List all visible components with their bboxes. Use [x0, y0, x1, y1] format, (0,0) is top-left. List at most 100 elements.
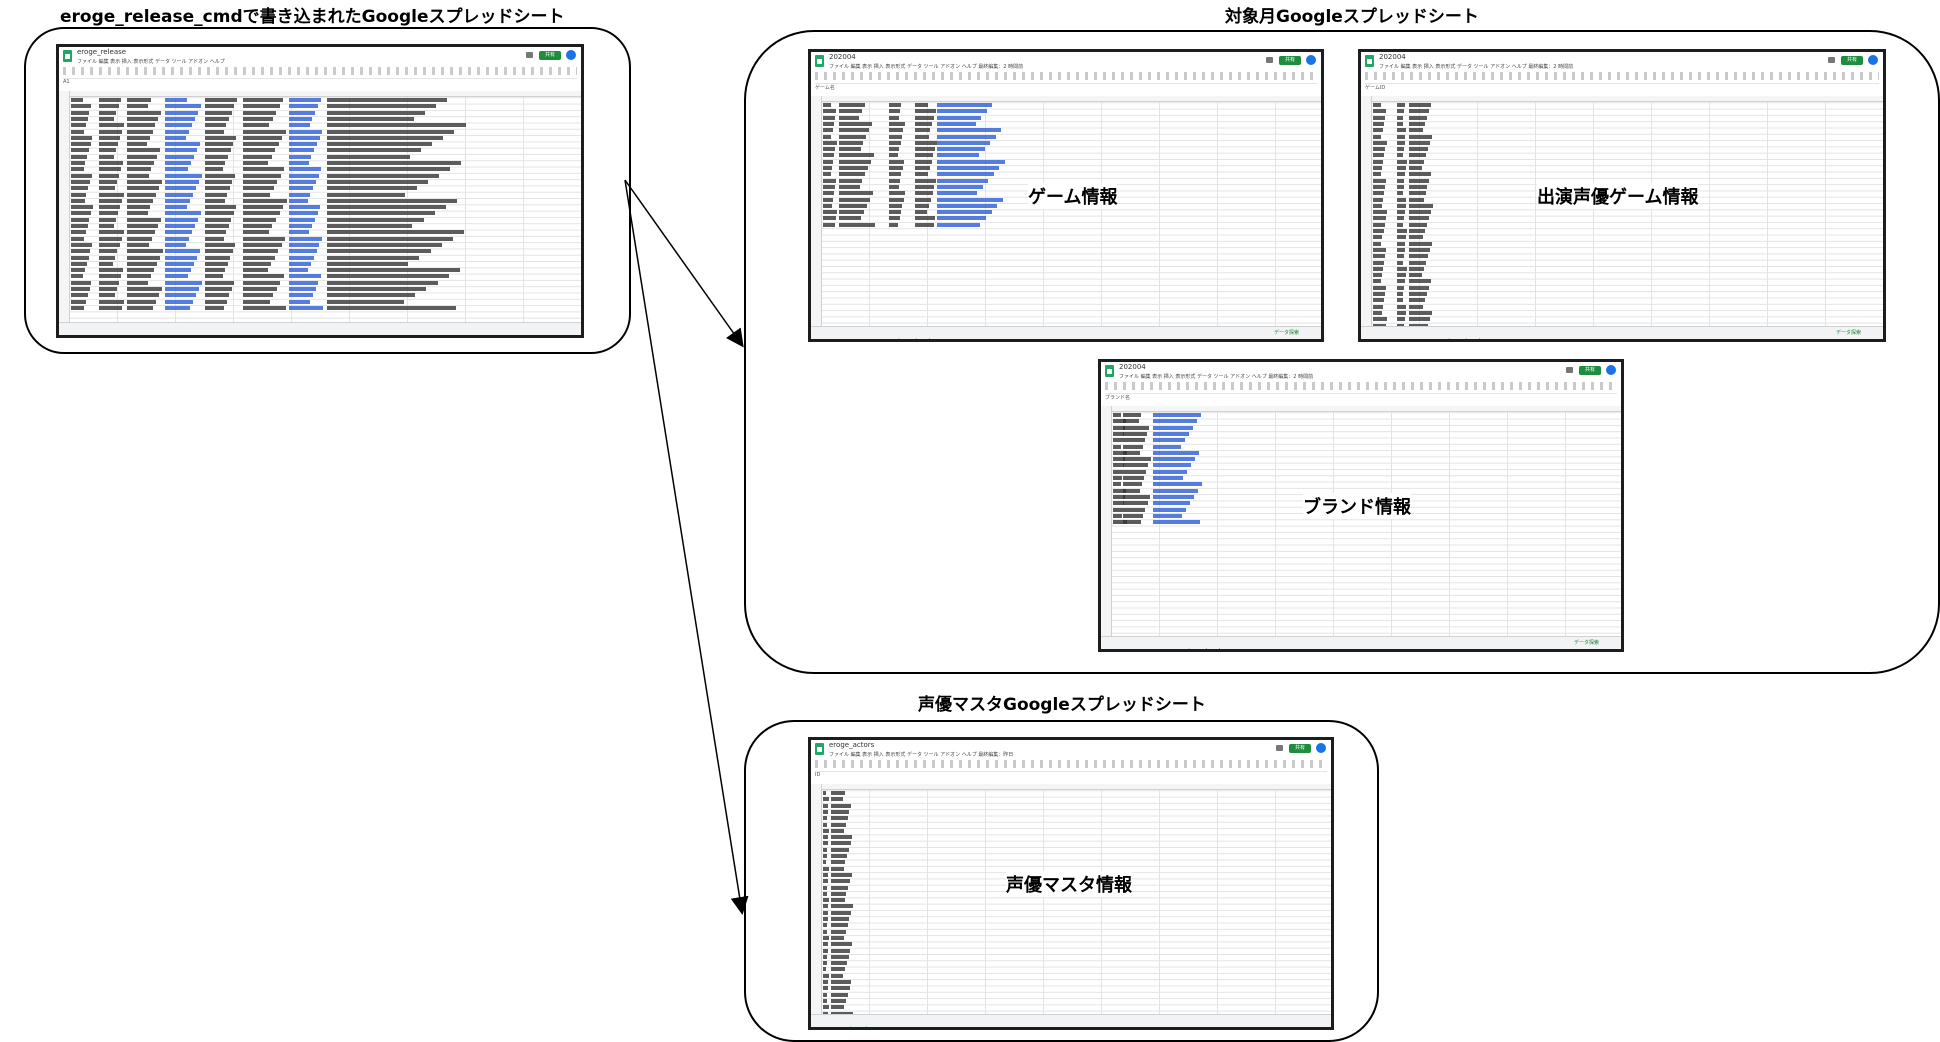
toolbar[interactable] — [63, 67, 577, 75]
arrow-to-target-month — [624, 179, 744, 348]
sheet-tabs[interactable] — [59, 322, 581, 335]
avatar[interactable] — [1316, 743, 1326, 753]
cell-text — [165, 299, 193, 304]
cell-text — [99, 249, 117, 254]
cell-text — [1409, 229, 1425, 233]
avatar[interactable] — [1606, 365, 1616, 375]
cell-text — [243, 104, 280, 109]
cell-text — [205, 230, 226, 235]
cell-text — [823, 128, 833, 133]
tab-voice-actors[interactable]: voice_actors — [841, 1026, 878, 1027]
cell-grid[interactable] — [811, 96, 1321, 327]
cell-text — [823, 809, 828, 814]
cell-text — [165, 123, 192, 128]
cell-text — [1397, 147, 1404, 152]
tab-game[interactable]: game — [1134, 648, 1149, 652]
cell-text — [127, 299, 156, 304]
tab-game-cast[interactable]: game_cast — [873, 338, 901, 342]
avatar[interactable] — [1306, 55, 1316, 65]
explore-button[interactable]: データ探索 — [1573, 640, 1599, 646]
cell-text — [1113, 444, 1121, 449]
sheet-tabs[interactable]: game game_cast brands — [1101, 636, 1621, 649]
cell-text — [823, 954, 827, 959]
cell-text — [889, 191, 905, 196]
cell-text — [831, 791, 845, 795]
tab-brands[interactable]: brands — [1465, 338, 1483, 342]
share-button[interactable]: 共有 — [1841, 56, 1863, 65]
menu-bar[interactable]: ファイル 編集 表示 挿入 表示形式 データ ツール アドオン ヘルプ 最終編集… — [829, 64, 1024, 70]
cell-text — [327, 280, 438, 285]
tab-brands[interactable]: brands — [1202, 648, 1225, 649]
tab-game-cast[interactable]: game_cast — [1163, 648, 1191, 652]
share-button[interactable]: 共有 — [1289, 744, 1311, 753]
tab-brands[interactable]: brands — [915, 338, 933, 342]
cell-text — [205, 249, 233, 254]
menu-bar[interactable]: ファイル 編集 表示 挿入 表示形式 データ ツール アドオン ヘルプ 最終編集… — [1119, 374, 1314, 380]
share-button[interactable]: 共有 — [1579, 366, 1601, 375]
cell-text — [831, 923, 848, 928]
cell-text — [1397, 128, 1406, 133]
cell-text — [1409, 203, 1433, 208]
cell-text — [831, 872, 852, 877]
cell-text — [1373, 310, 1382, 315]
explore-button[interactable]: データ探索 — [1835, 330, 1861, 336]
cell-text — [823, 178, 836, 183]
cell-text — [1153, 476, 1183, 480]
toolbar[interactable] — [815, 760, 1327, 768]
formula-bar[interactable]: ブランド名 — [1105, 393, 1617, 401]
cell-text — [289, 255, 314, 260]
comment-icon[interactable] — [1266, 57, 1273, 63]
explore-button[interactable]: データ探索 — [1273, 330, 1299, 336]
share-button[interactable]: 共有 — [1279, 56, 1301, 65]
comment-icon[interactable] — [1828, 57, 1835, 63]
cell-text — [327, 179, 428, 184]
row-header — [811, 784, 822, 1015]
tab-game[interactable]: game — [1394, 338, 1409, 342]
tab-game[interactable]: game — [844, 338, 859, 342]
toolbar[interactable] — [1105, 382, 1617, 390]
cell-text — [823, 147, 835, 152]
cell-text — [1123, 450, 1140, 455]
cell-text — [327, 148, 421, 153]
cell-text — [1373, 109, 1386, 114]
formula-bar[interactable]: ID — [815, 771, 1327, 778]
comment-icon[interactable] — [1566, 367, 1573, 373]
comment-icon[interactable] — [1276, 745, 1283, 751]
menu-bar[interactable]: ファイル 編集 表示 挿入 表示形式 データ ツール アドオン ヘルプ — [77, 59, 225, 65]
cell-grid[interactable] — [1361, 96, 1883, 327]
cell-text — [831, 961, 847, 966]
formula-bar[interactable]: ゲーム名 — [815, 83, 1317, 91]
voice-actor-game-info-label: 出演声優ゲーム情報 — [1537, 183, 1699, 209]
cell-text — [99, 198, 122, 203]
toolbar[interactable] — [1365, 72, 1879, 80]
cell-text — [839, 191, 873, 196]
sheet-tabs[interactable]: game game_cast brands — [1361, 326, 1883, 339]
formula-bar[interactable]: ゲームID — [1365, 83, 1879, 91]
avatar[interactable] — [566, 50, 576, 60]
cell-text — [1113, 488, 1126, 493]
cell-text — [165, 255, 197, 260]
cell-text — [915, 191, 933, 196]
comment-icon[interactable] — [526, 52, 533, 58]
sheet-tabs[interactable]: voice_actors — [811, 1014, 1331, 1027]
column-header — [811, 96, 1321, 102]
cell-text — [1409, 197, 1424, 202]
cell-text — [289, 211, 318, 216]
cell-text — [1153, 431, 1189, 436]
cell-text — [1409, 323, 1428, 328]
menu-bar[interactable]: ファイル 編集 表示 挿入 表示形式 データ ツール アドオン ヘルプ 最終編集… — [829, 752, 1014, 758]
avatar[interactable] — [1868, 55, 1878, 65]
cell-text — [1113, 501, 1124, 506]
cell-text — [831, 904, 853, 909]
menu-bar[interactable]: ファイル 編集 表示 挿入 表示形式 データ ツール アドオン ヘルプ 最終編集… — [1379, 64, 1574, 70]
cell-text — [127, 116, 158, 121]
cell-grid[interactable] — [811, 784, 1331, 1015]
share-button[interactable]: 共有 — [539, 51, 561, 60]
tab-game-cast[interactable]: game_cast — [1420, 338, 1453, 339]
toolbar[interactable] — [815, 72, 1317, 80]
sheet-tabs[interactable]: game game_cast brands — [811, 326, 1321, 339]
cell-text — [71, 98, 83, 102]
cell-text — [915, 203, 929, 208]
cell-text — [99, 135, 120, 140]
formula-bar[interactable]: A1 — [63, 78, 577, 85]
